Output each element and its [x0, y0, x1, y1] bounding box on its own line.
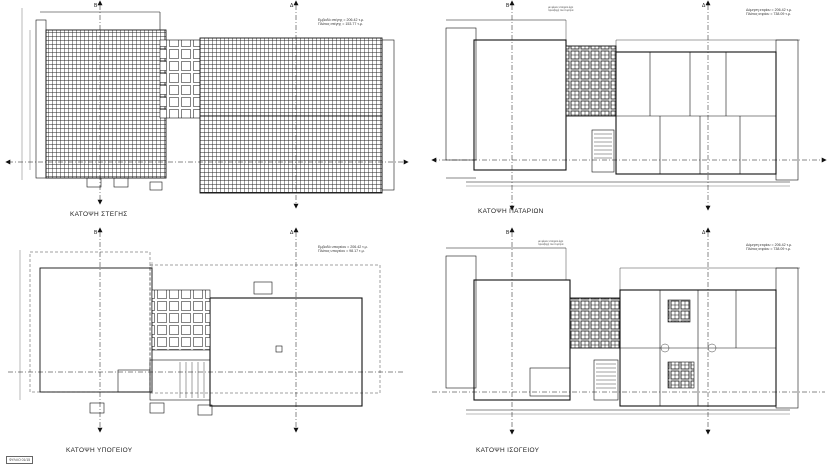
- section-marker-b: Β: [506, 3, 510, 9]
- ground-area-line2: Πλάτος κτιρίου = 738.09 τ.μ.: [746, 247, 791, 252]
- section-marker-b: Β: [506, 230, 510, 236]
- mezzanine-area-line1: Δόμηση κτιρίου = 206.42 τ.μ.: [746, 8, 793, 12]
- mezzanine-area-note: Δόμηση κτιρίου = 206.42 τ.μ. Πλάτος κτιρ…: [746, 8, 792, 17]
- roof-area-note: Εμβαδό στέγης = 206.42 τ.μ. Πλάτος στέγη…: [318, 18, 364, 27]
- mezzanine-structure-note: με φέρον στοιχείο έχει προεξοχή του πυρή…: [548, 6, 574, 12]
- section-marker-delta: Δ: [702, 3, 706, 9]
- ground-area-line1: Δόμηση κτιρίου = 206.42 τ.μ.: [746, 243, 793, 247]
- sheet-stamp: ΦΥΛΛΟ 01/15: [6, 456, 34, 464]
- basement-plan: [8, 227, 405, 433]
- section-marker-b: Β: [94, 230, 98, 236]
- roof-plan: [5, 0, 409, 209]
- ground-plan-title: ΚΑΤΟΨΗ ΙΣΟΓΕΙΟΥ: [476, 447, 540, 454]
- basement-plan-title: ΚΑΤΟΨΗ ΥΠΟΓΕΙΟΥ: [66, 447, 133, 454]
- basement-area-line2: Πλάτος υπογείου = 98.17 τ.μ.: [318, 249, 365, 254]
- basement-area-line1: Εμβαδό υπογείου = 206.42 τ.μ.: [318, 245, 368, 249]
- roof-plan-title: ΚΑΤΟΨΗ ΣΤΕΓΗΣ: [70, 211, 128, 218]
- roof-area-line1: Εμβαδό στέγης = 206.42 τ.μ.: [318, 18, 364, 22]
- mezzanine-area-line2: Πλάτος κτιρίου = 738.09 τ.μ.: [746, 12, 791, 17]
- section-marker-delta: Δ: [290, 230, 294, 236]
- ground-floor-plan: [432, 227, 825, 435]
- ground-structure-note: με φέρον στοιχείο έχει προεξοχή του πυρή…: [538, 240, 564, 246]
- section-markers: Β Δ Β Δ Β Δ Β Δ: [94, 3, 706, 236]
- ground-area-note: Δόμηση κτιρίου = 206.42 τ.μ. Πλάτος κτιρ…: [746, 243, 792, 252]
- mezzanine-plan: [431, 0, 827, 211]
- basement-area-note: Εμβαδό υπογείου = 206.42 τ.μ. Πλάτος υπο…: [318, 245, 368, 254]
- mezzanine-plan-title: ΚΑΤΟΨΗ ΠΑΤΑΡΙΩΝ: [478, 208, 544, 215]
- section-marker-delta: Δ: [702, 230, 706, 236]
- section-marker-b: Β: [94, 3, 98, 9]
- roof-area-line2: Πλάτος στέγης = 153.77 τ.μ.: [318, 22, 363, 27]
- section-marker-delta: Δ: [290, 3, 294, 9]
